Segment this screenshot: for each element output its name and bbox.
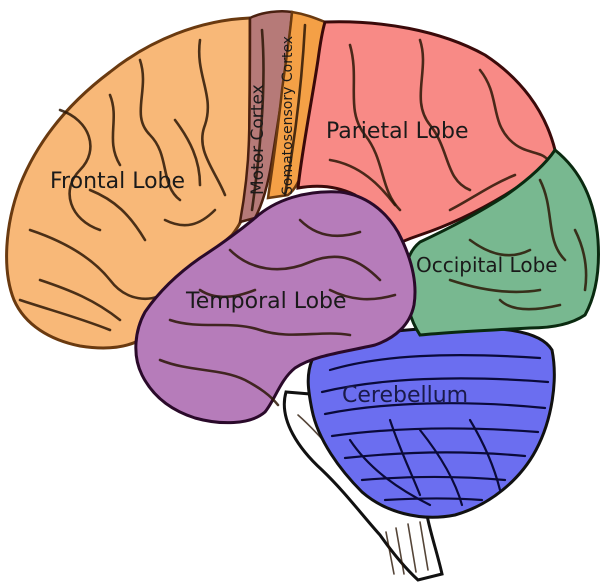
cerebellum-label: Cerebellum — [342, 383, 468, 408]
parietal-lobe-shape — [296, 20, 557, 251]
cerebellum-region — [306, 326, 556, 519]
occipital-lobe-region — [403, 147, 600, 337]
parietal-lobe-label: Parietal Lobe — [326, 119, 469, 144]
somatosensory-cortex-label: Somatosensory Cortex — [280, 36, 296, 195]
occipital-lobe-label: Occipital Lobe — [416, 253, 558, 277]
parietal-lobe-region — [296, 20, 557, 251]
motor-cortex-label: Motor Cortex — [248, 84, 268, 195]
temporal-lobe-region — [134, 190, 417, 425]
occipital-lobe-shape — [403, 147, 600, 337]
frontal-lobe-label: Frontal Lobe — [50, 169, 185, 194]
temporal-lobe-shape — [134, 190, 417, 425]
temporal-lobe-label: Temporal Lobe — [185, 289, 347, 314]
